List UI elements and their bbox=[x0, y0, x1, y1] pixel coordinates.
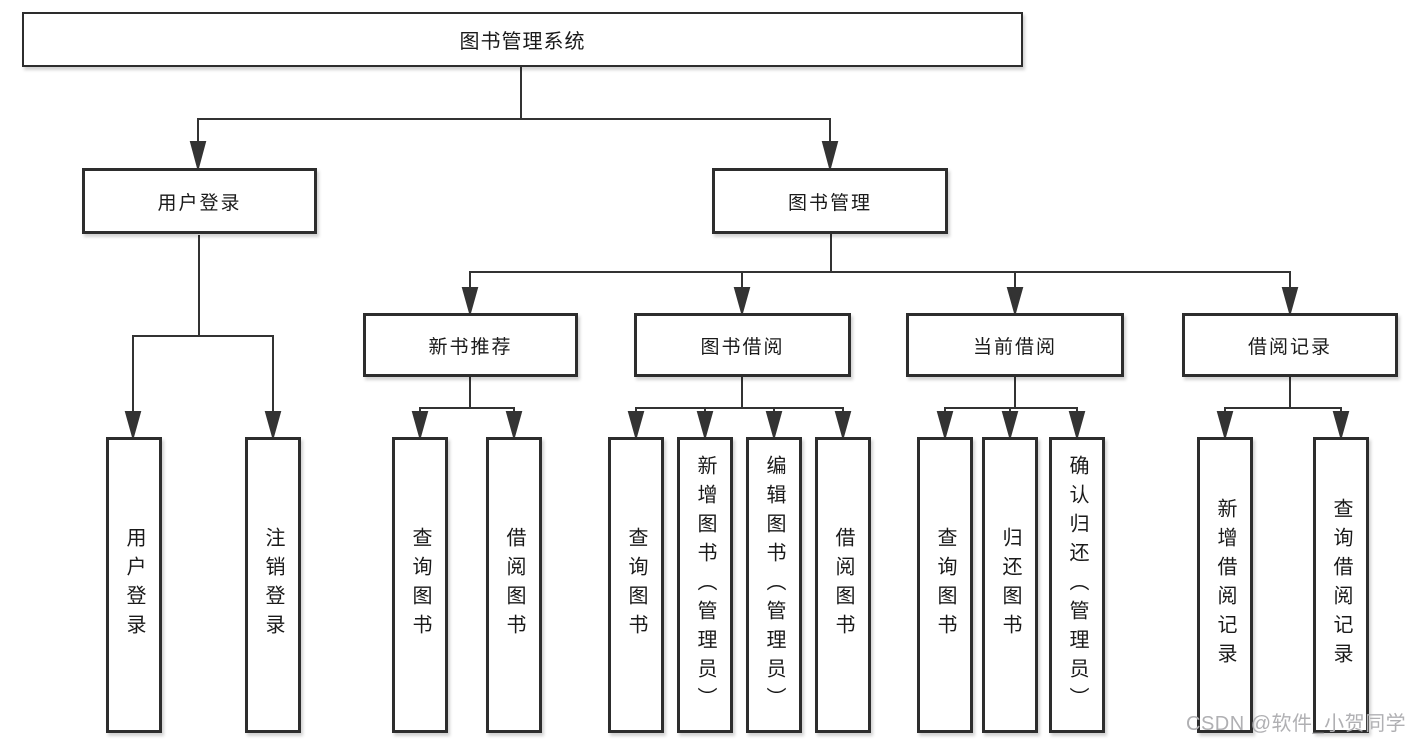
leaf-query-books-borrow: 查询图书 bbox=[608, 437, 664, 733]
node-book-borrow: 图书借阅 bbox=[634, 313, 851, 377]
node-label: 用户登录 bbox=[123, 527, 145, 643]
node-label: 查询借阅记录 bbox=[1330, 498, 1352, 672]
connector-user-login-children bbox=[124, 235, 282, 441]
node-label: 借阅图书 bbox=[832, 527, 854, 643]
leaf-user-login: 用户登录 bbox=[106, 437, 162, 733]
leaf-borrow-books-recommend: 借阅图书 bbox=[486, 437, 542, 733]
node-label: 注销登录 bbox=[262, 527, 284, 643]
connector-new-book-recommend-children bbox=[411, 377, 523, 441]
node-label: 新增借阅记录 bbox=[1214, 498, 1236, 672]
node-label: 用户登录 bbox=[157, 192, 242, 214]
node-label: 归还图书 bbox=[999, 527, 1021, 643]
leaf-borrow-books: 借阅图书 bbox=[815, 437, 871, 733]
node-book-management: 图书管理 bbox=[712, 168, 948, 234]
node-label: 查询图书 bbox=[625, 527, 647, 643]
leaf-confirm-return-admin: 确认归还（管理员） bbox=[1049, 437, 1105, 733]
leaf-query-books-recommend: 查询图书 bbox=[392, 437, 448, 733]
node-label: 新增图书（管理员） bbox=[694, 454, 716, 716]
leaf-add-borrow-record: 新增借阅记录 bbox=[1197, 437, 1253, 733]
node-label: 查询图书 bbox=[934, 527, 956, 643]
node-label: 图书借阅 bbox=[700, 336, 785, 358]
node-label: 新书推荐 bbox=[428, 336, 513, 358]
connector-root-to-level2 bbox=[189, 67, 839, 172]
node-current-borrow: 当前借阅 bbox=[906, 313, 1124, 377]
node-new-book-recommend: 新书推荐 bbox=[363, 313, 578, 377]
connector-borrow-records-children bbox=[1216, 377, 1350, 441]
node-label: 当前借阅 bbox=[972, 336, 1057, 358]
node-label: 编辑图书（管理员） bbox=[763, 454, 785, 716]
connector-book-management-children bbox=[461, 233, 1299, 317]
node-label: 图书管理系统 bbox=[459, 31, 586, 53]
connector-book-borrow-children bbox=[627, 377, 852, 441]
csdn-watermark: CSDN @软件_小贺同学 bbox=[1186, 713, 1405, 735]
leaf-logout-login: 注销登录 bbox=[245, 437, 301, 733]
leaf-add-book-admin: 新增图书（管理员） bbox=[677, 437, 733, 733]
leaf-return-books: 归还图书 bbox=[982, 437, 1038, 733]
leaf-query-books-current: 查询图书 bbox=[917, 437, 973, 733]
node-label: 借阅记录 bbox=[1247, 336, 1332, 358]
node-root-library-management-system: 图书管理系统 bbox=[22, 12, 1023, 67]
node-borrow-records: 借阅记录 bbox=[1182, 313, 1398, 377]
connector-current-borrow-children bbox=[936, 377, 1086, 441]
node-label: 查询图书 bbox=[409, 527, 431, 643]
node-label: 确认归还（管理员） bbox=[1066, 454, 1088, 716]
leaf-query-borrow-record: 查询借阅记录 bbox=[1313, 437, 1369, 733]
leaf-edit-book-admin: 编辑图书（管理员） bbox=[746, 437, 802, 733]
node-user-login: 用户登录 bbox=[82, 168, 317, 234]
node-label: 图书管理 bbox=[787, 192, 872, 214]
node-label: 借阅图书 bbox=[503, 527, 525, 643]
